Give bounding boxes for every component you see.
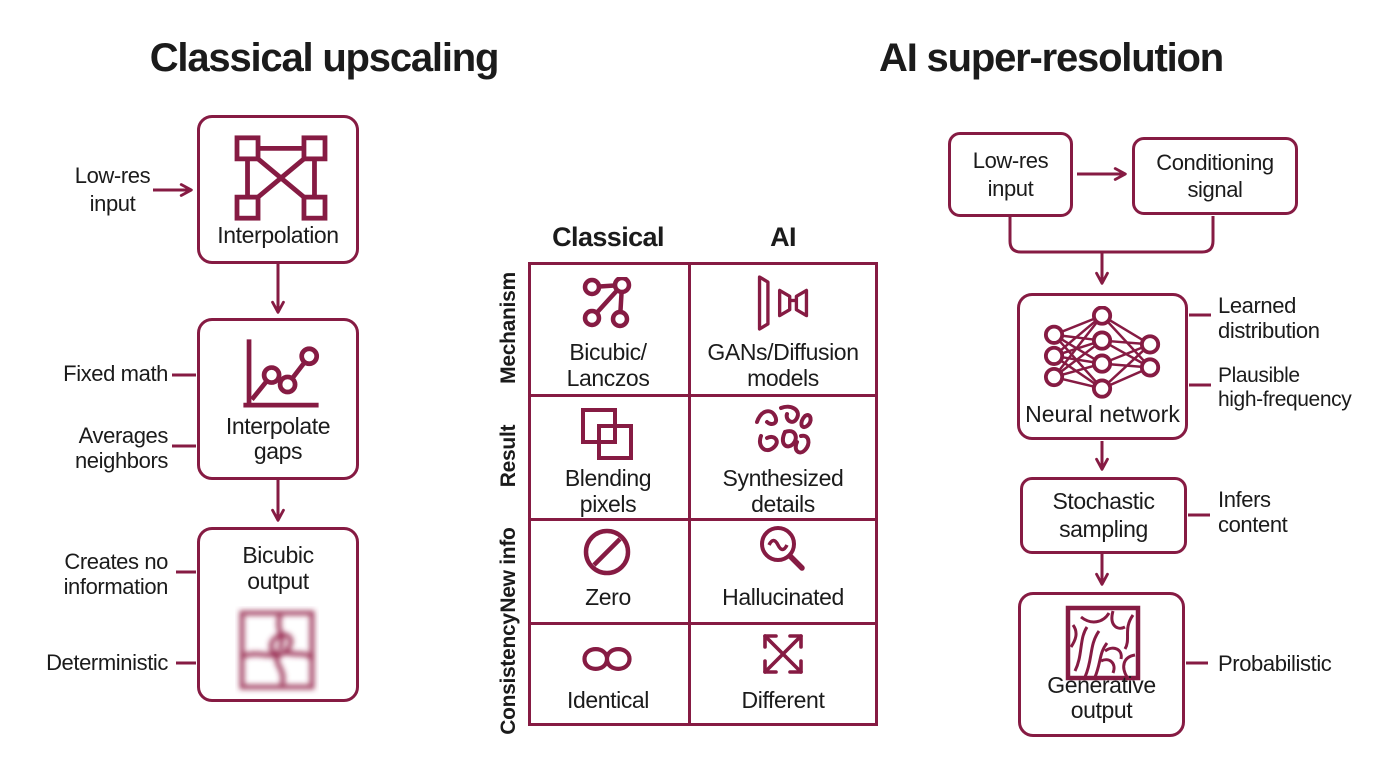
neural-network-box-label: Neural network: [1025, 401, 1180, 427]
classical-flow-section: Classical upscaling Low-res input Interp…: [0, 0, 520, 768]
table-vertical-divider: [688, 265, 691, 723]
cell-result-classical: Blending pixels: [564, 465, 652, 517]
cell-new-info-classical: Zero: [585, 584, 631, 610]
deterministic-annotation: Deterministic: [46, 650, 168, 675]
ai-flow-section: AI super-resolution Low-res input Condit…: [840, 0, 1376, 768]
learned-distribution-annotation: Learned distribution: [1218, 293, 1320, 343]
overlapping-squares-icon: [581, 408, 633, 460]
low-res-input-box-label: Low-res input: [972, 148, 1049, 201]
table-row-divider-3: [531, 622, 875, 625]
interpolate-gaps-box-label: Interpolate gaps: [225, 412, 331, 465]
interpolation-grid-icon: [234, 135, 328, 221]
low-res-input-box: Low-res input: [948, 132, 1073, 217]
crossed-arrows-icon: [763, 634, 803, 674]
cell-mechanism-classical: Bicubic/ Lanczos: [566, 339, 650, 391]
gan-hourglass-icon: [757, 275, 809, 331]
table-row-divider-1: [531, 394, 875, 397]
neural-network-icon: [1043, 306, 1161, 399]
averages-neighbors-annotation: Averages neighbors: [74, 423, 168, 473]
table-col-header-ai: AI: [770, 222, 796, 252]
table-row-header-consistency: Consistency: [497, 613, 520, 735]
cell-mechanism-ai: GANs/Diffusion models: [707, 339, 859, 391]
fixed-math-annotation: Fixed math: [63, 361, 168, 386]
bicubic-output-box: Bicubic output: [197, 527, 359, 702]
ai-title: AI super-resolution: [879, 36, 1224, 80]
table-col-header-classical: Classical: [552, 222, 664, 252]
generative-output-box: Generative output: [1018, 592, 1185, 737]
graph-nodes-icon: [582, 277, 632, 329]
magnifier-wave-icon: [760, 526, 805, 571]
conditioning-signal-box: Conditioning signal: [1132, 137, 1298, 215]
table-frame: [528, 262, 878, 726]
plausible-high-frequency-annotation: Plausible high-frequency: [1218, 364, 1352, 411]
cell-new-info-ai: Hallucinated: [722, 584, 844, 610]
cell-consistency-ai: Different: [741, 687, 825, 713]
bicubic-output-box-label: Bicubic output: [242, 542, 314, 594]
interpolation-box-label: Interpolation: [217, 222, 339, 249]
infinity-icon: [582, 647, 632, 671]
conditioning-signal-box-label: Conditioning signal: [1156, 149, 1274, 203]
generative-output-box-label: Generative output: [1047, 671, 1156, 724]
interpolation-box: Interpolation: [197, 115, 359, 264]
interpolate-gaps-box: Interpolate gaps: [197, 318, 359, 480]
table-row-header-mechanism: Mechanism: [497, 272, 520, 384]
line-chart-icon: [243, 339, 320, 408]
table-row-divider-2: [531, 518, 875, 521]
probabilistic-annotation: Probabilistic: [1218, 651, 1332, 676]
no-entry-icon: [583, 528, 631, 576]
cell-result-ai: Synthesized details: [722, 465, 844, 517]
neural-network-box: Neural network: [1017, 293, 1188, 440]
comparison-table: Classical AI Mechanism Result New info C…: [440, 200, 900, 760]
infers-content-annotation: Infers content: [1218, 487, 1288, 537]
creates-no-information-annotation: Creates no information: [63, 549, 169, 599]
texture-image-icon: [1065, 605, 1141, 681]
blurred-image-icon: [239, 610, 315, 690]
squiggle-texture-icon: [755, 404, 813, 455]
stochastic-sampling-box-label: Stochastic sampling: [1052, 487, 1155, 542]
table-row-header-result: Result: [497, 424, 520, 488]
classical-title: Classical upscaling: [149, 36, 500, 80]
cell-consistency-classical: Identical: [566, 687, 650, 713]
stochastic-sampling-box: Stochastic sampling: [1020, 477, 1187, 554]
low-res-input-label: Low-res input: [74, 163, 151, 217]
